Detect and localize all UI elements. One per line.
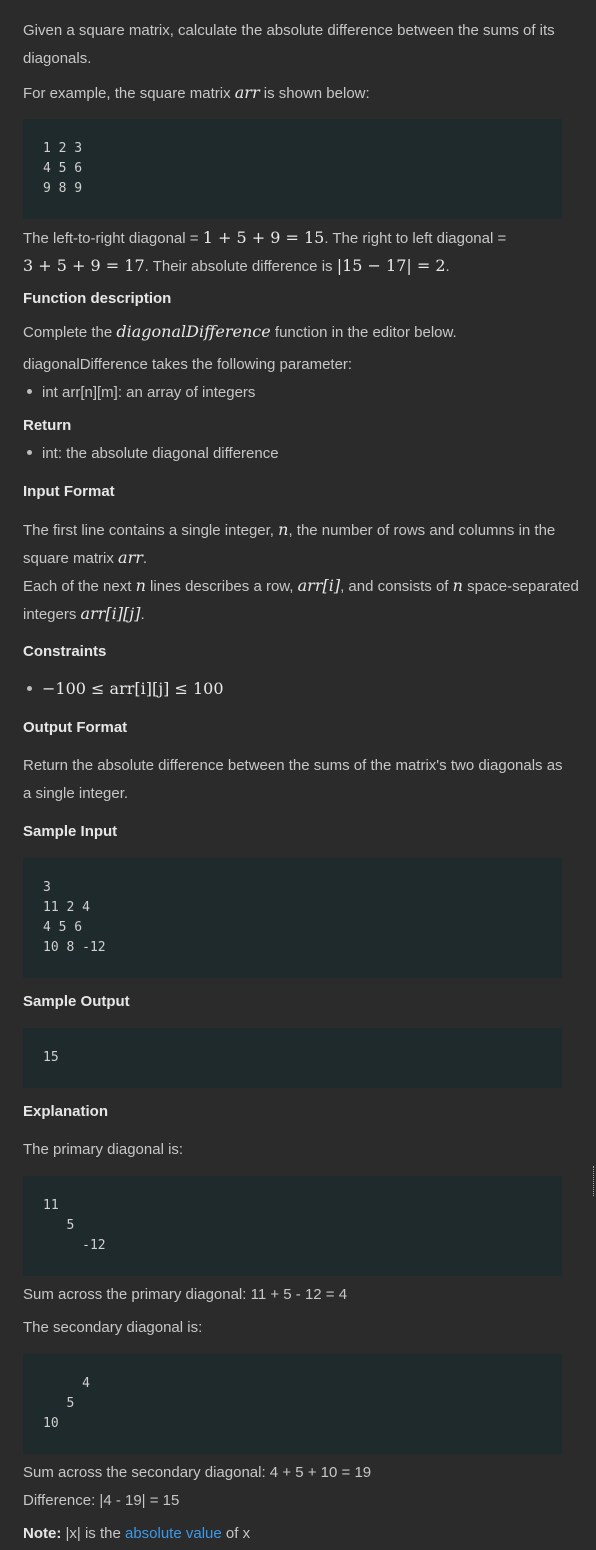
primary-intro: The primary diagonal is:	[23, 1141, 184, 1158]
math-var: n	[452, 576, 463, 595]
matrix-example-code: 1 2 3 4 5 6 9 8 9	[23, 119, 562, 219]
math-var: n	[135, 576, 146, 595]
if-text: space-separated	[462, 578, 579, 595]
sample-input-heading: Sample Input	[23, 823, 118, 840]
if-text: square matrix	[23, 550, 119, 567]
sample-output-code: 15	[23, 1028, 562, 1088]
intro-line-2: diagonals.	[23, 50, 92, 67]
scrollbar-marker[interactable]	[593, 1166, 596, 1196]
function-description-line: Complete the diagonalDifference function…	[23, 318, 457, 347]
if-text: integers	[23, 606, 81, 623]
if-text: The first line contains a single integer…	[23, 522, 279, 539]
diag-text-a: The left-to-right diagonal =	[23, 230, 203, 247]
math-expr: |15 − 17| = 2	[336, 256, 446, 275]
return-heading: Return	[23, 417, 72, 434]
intro-line-1: Given a square matrix, calculate the abs…	[23, 22, 555, 39]
math-var: arr[i]	[297, 576, 341, 595]
param-item: int arr[n][m]: an array of integers	[23, 379, 255, 407]
diagonal-text-line-2: 3 + 5 + 9 = 17. Their absolute differenc…	[23, 252, 450, 281]
note-line: Note: |x| is the absolute value of x	[23, 1520, 250, 1548]
secondary-intro: The secondary diagonal is:	[23, 1319, 203, 1336]
diagonal-text-line-1: The left-to-right diagonal = 1 + 5 + 9 =…	[23, 224, 506, 253]
constraint-text: −100 ≤ arr[i][j] ≤ 100	[42, 679, 224, 698]
return-item-text: int: the absolute diagonal difference	[42, 445, 279, 462]
note-pre: |x| is the	[61, 1525, 125, 1542]
note-label: Note:	[23, 1525, 62, 1542]
difference-line: Difference: |4 - 19| = 15	[23, 1492, 180, 1509]
if-text: , and consists of	[340, 578, 453, 595]
secondary-sum: Sum across the secondary diagonal: 4 + 5…	[23, 1464, 372, 1481]
note-post: of x	[221, 1525, 251, 1542]
example-post: is shown below:	[259, 85, 370, 102]
input-format-line-1: The first line contains a single integer…	[23, 516, 555, 545]
function-description-heading: Function description	[23, 290, 172, 307]
primary-diagonal-code: 11 5 -12	[23, 1176, 562, 1276]
diag-text-b: . The right to left diagonal =	[324, 230, 507, 247]
math-var: n	[278, 520, 289, 539]
math-var: arr	[234, 83, 260, 102]
param-line: diagonalDifference takes the following p…	[23, 356, 353, 373]
if-text: .	[142, 550, 148, 567]
input-format-line-3: Each of the next n lines describes a row…	[23, 572, 579, 601]
if-text: Each of the next	[23, 578, 136, 595]
math-var: arr	[118, 548, 143, 567]
input-format-line-4: integers arr[i][j].	[23, 600, 145, 629]
diag-text-f: .	[445, 258, 450, 275]
math-var: arr[i][j]	[80, 604, 141, 623]
fd-pre: Complete the	[23, 324, 117, 341]
if-text: .	[140, 606, 145, 623]
fd-post: function in the editor below.	[270, 324, 457, 341]
constraint-item: −100 ≤ arr[i][j] ≤ 100	[23, 675, 224, 704]
explanation-heading: Explanation	[23, 1103, 109, 1120]
input-format-heading: Input Format	[23, 483, 115, 500]
math-expr: 1 + 5 + 9 = 15	[202, 228, 325, 247]
example-pre: For example, the square matrix	[23, 85, 235, 102]
output-format-line-1: Return the absolute difference between t…	[23, 757, 563, 774]
diag-text-d: . Their absolute difference is	[144, 258, 337, 275]
absolute-value-link[interactable]: absolute value	[124, 1525, 222, 1542]
bullet-icon	[27, 686, 32, 692]
if-text: lines describes a row,	[145, 578, 298, 595]
math-expr: 3 + 5 + 9 = 17	[23, 256, 145, 275]
bullet-icon	[27, 389, 32, 395]
output-format-heading: Output Format	[23, 719, 128, 736]
input-format-line-2: square matrix arr.	[23, 544, 147, 573]
bullet-icon	[27, 450, 32, 456]
constraints-heading: Constraints	[23, 643, 107, 660]
param-item-text: int arr[n][m]: an array of integers	[42, 384, 256, 401]
secondary-diagonal-code: 4 5 10	[23, 1354, 562, 1454]
example-sentence: For example, the square matrix arr is sh…	[23, 79, 370, 108]
output-format-line-2: a single integer.	[23, 785, 129, 802]
primary-sum: Sum across the primary diagonal: 11 + 5 …	[23, 1286, 348, 1303]
if-text: , the number of rows and columns in the	[288, 522, 556, 539]
return-item: int: the absolute diagonal difference	[23, 440, 279, 468]
sample-input-code: 3 11 2 4 4 5 6 10 8 -12	[23, 858, 562, 978]
function-name: diagonalDifference	[116, 322, 271, 341]
sample-output-heading: Sample Output	[23, 993, 130, 1010]
